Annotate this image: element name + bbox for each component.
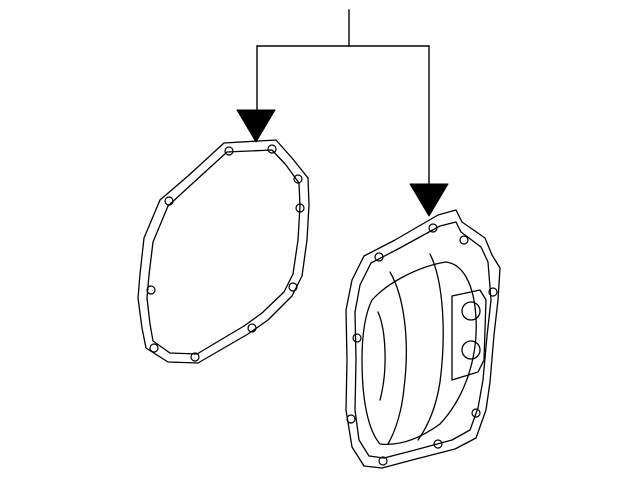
cover-dome-rib-1 xyxy=(387,271,407,445)
bolt-hole xyxy=(459,235,469,245)
bolt-hole xyxy=(428,223,438,233)
bolt-hole xyxy=(146,285,156,295)
cover-bolt-holes xyxy=(346,223,498,466)
cover-boss-plate xyxy=(451,289,487,381)
bolt-hole xyxy=(471,408,481,418)
bolt-hole xyxy=(149,343,159,353)
cover-flange-inner xyxy=(354,221,492,459)
gasket-inner-outline xyxy=(146,149,301,355)
cover-part xyxy=(345,209,501,469)
bolt-hole xyxy=(346,414,356,424)
drain-plug-icon xyxy=(461,340,481,360)
bolt-hole xyxy=(293,174,303,184)
bolt-hole xyxy=(247,323,257,333)
fill-plug-icon xyxy=(461,301,481,321)
cover-dome-rib-3 xyxy=(377,311,386,401)
bolt-hole xyxy=(378,456,388,466)
gasket-bolt-holes xyxy=(146,144,305,362)
bolt-hole xyxy=(433,439,443,449)
bolt-hole xyxy=(288,282,298,292)
arrow-gasket-icon xyxy=(236,109,276,143)
bolt-hole xyxy=(164,196,174,206)
bolt-hole xyxy=(374,252,384,262)
bolt-hole xyxy=(267,144,277,154)
bolt-hole xyxy=(190,352,200,362)
callout-leader xyxy=(256,9,430,187)
arrow-cover-icon xyxy=(409,183,449,217)
cover-dome-outline xyxy=(361,261,477,446)
cover-dome-rib-2 xyxy=(417,253,444,441)
gasket-outer-outline xyxy=(137,139,310,364)
bolt-hole xyxy=(224,146,234,156)
cover-flange-outline xyxy=(345,209,501,469)
bolt-hole xyxy=(352,333,362,343)
bolt-hole xyxy=(295,203,305,213)
gasket-part xyxy=(137,139,310,364)
bolt-hole xyxy=(488,287,498,297)
